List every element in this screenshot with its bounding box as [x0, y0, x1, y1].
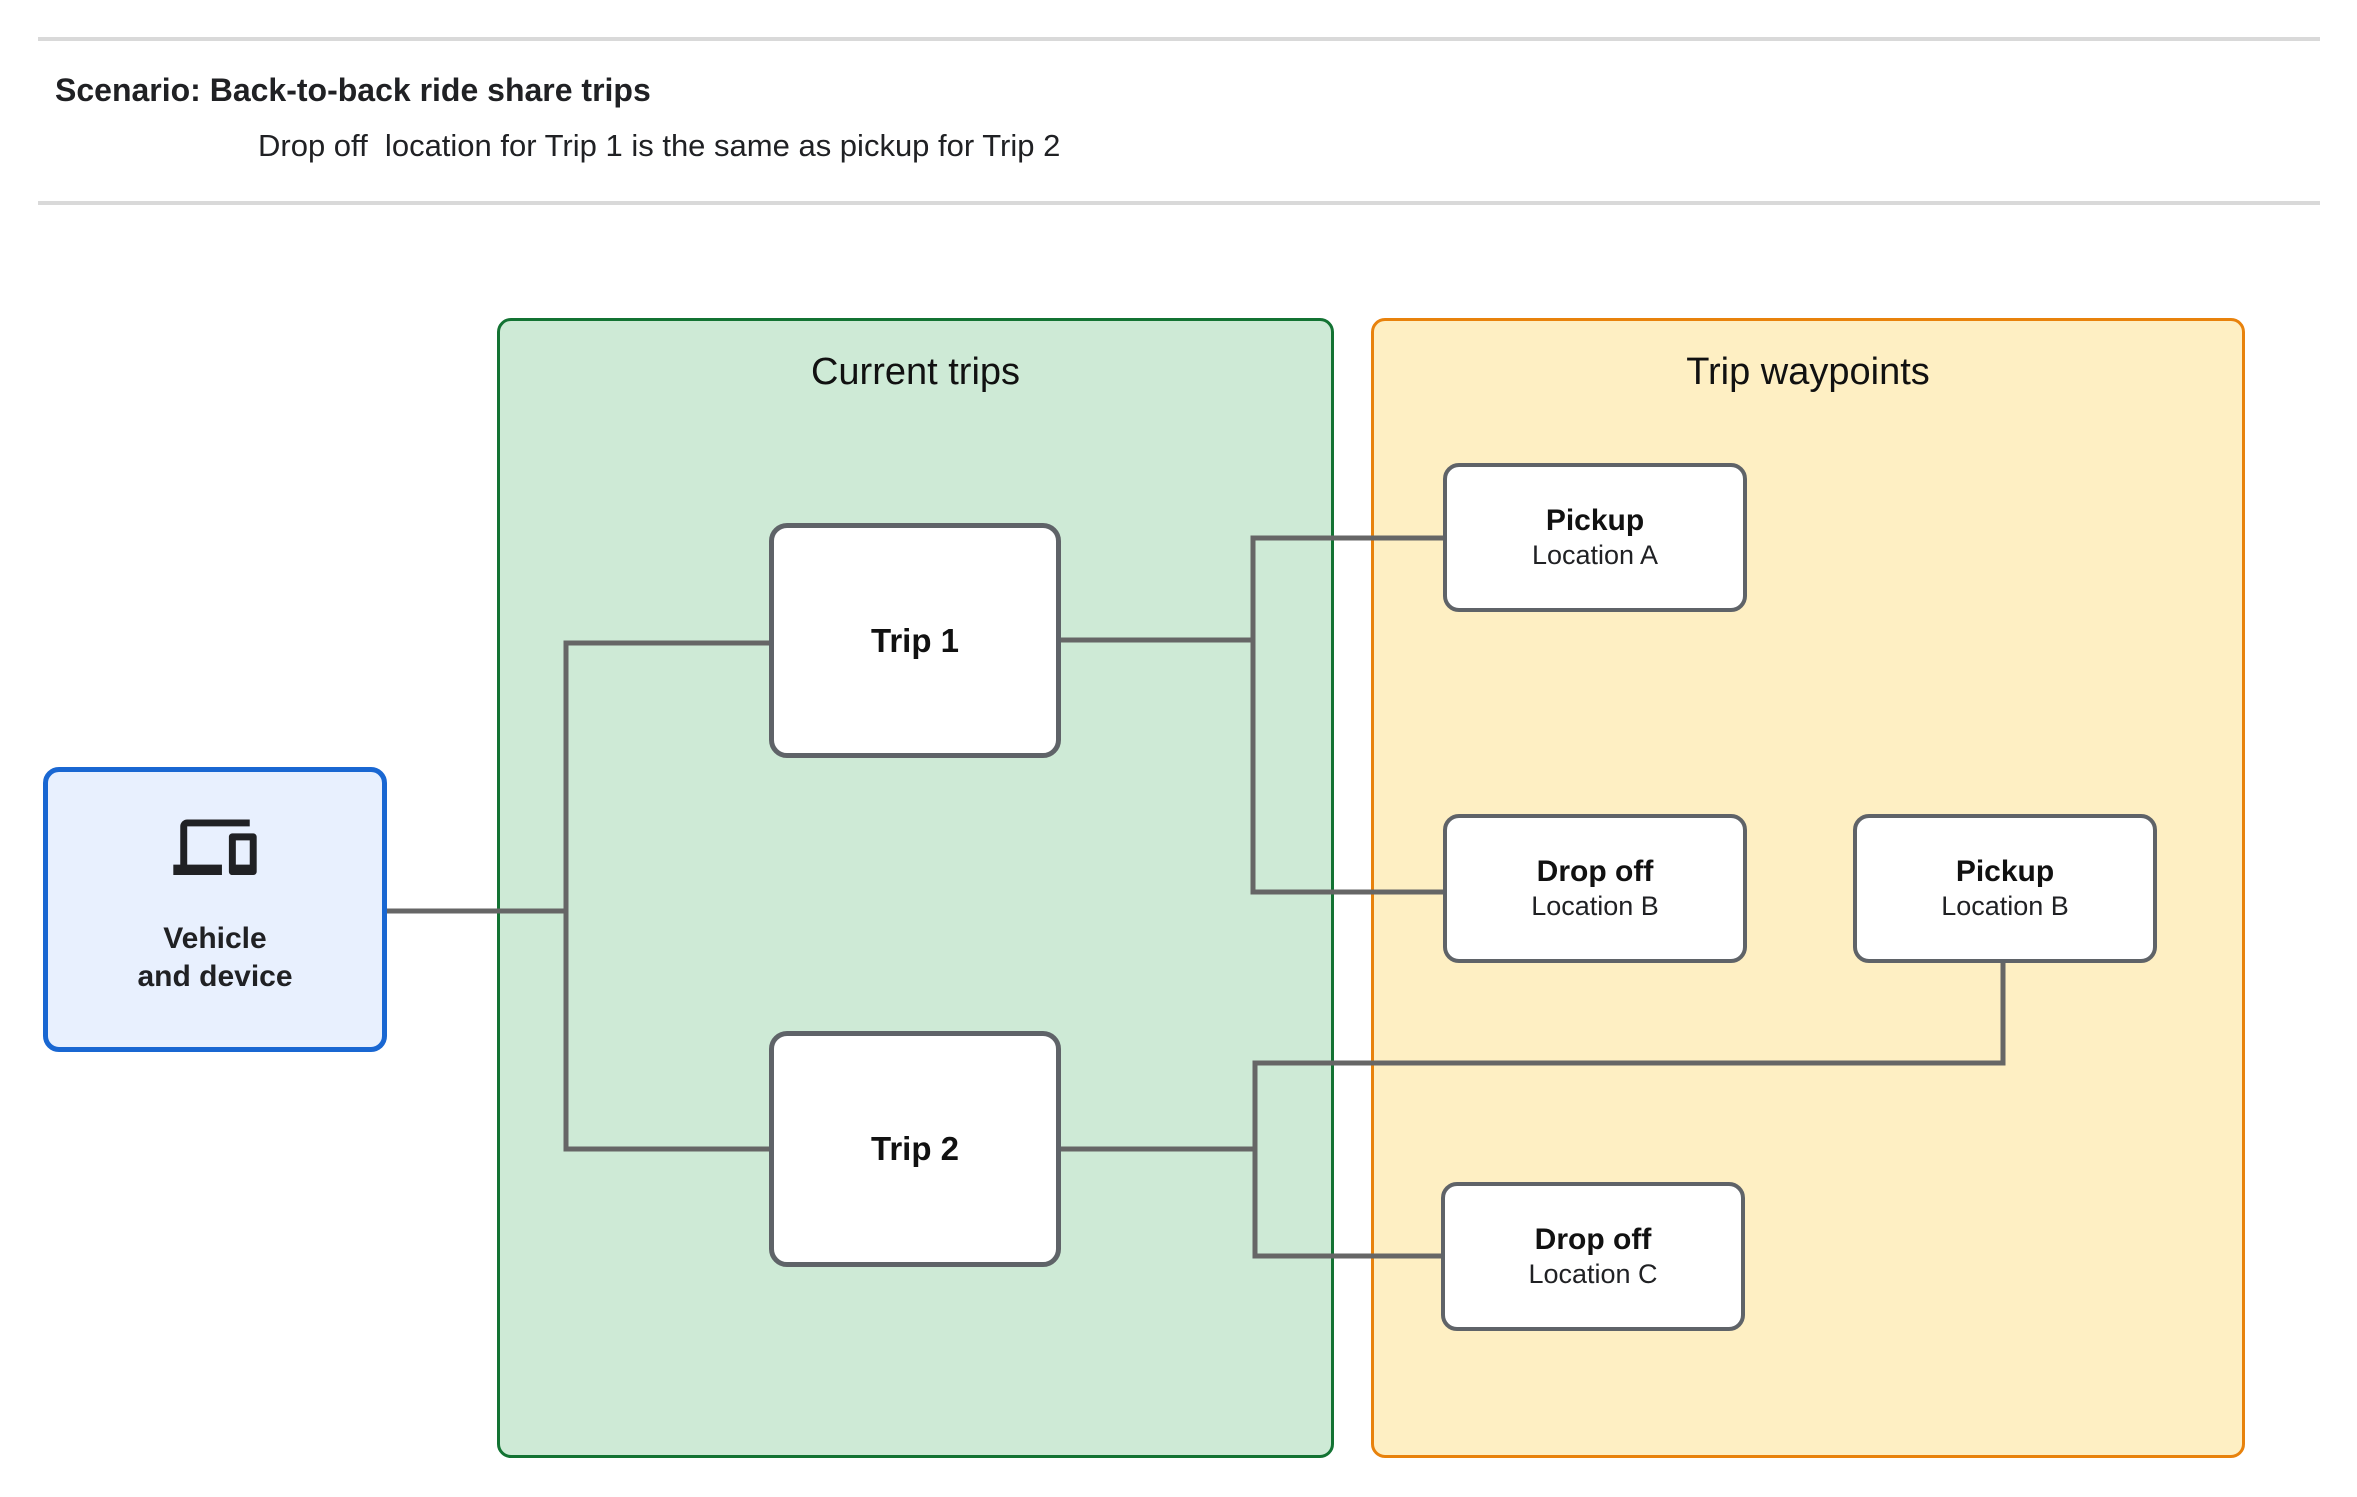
page-title: Scenario: Back-to-back ride share trips [55, 72, 651, 108]
trip-1-node: Trip 1 [769, 523, 1061, 758]
trip-2-node: Trip 2 [769, 1031, 1061, 1267]
page-subtitle: Drop off location for Trip 1 is the same… [258, 128, 1061, 163]
dropoff-location-c-node: Drop off Location C [1441, 1182, 1745, 1331]
pickup-location-a-node: Pickup Location A [1443, 463, 1747, 612]
waypoint-type: Pickup [1545, 503, 1645, 537]
waypoint-location: Location B [1531, 890, 1659, 921]
vehicle-label-line2: and device [137, 959, 293, 993]
waypoint-type: Drop off [1536, 854, 1654, 888]
devices-icon [173, 819, 257, 876]
waypoint-type: Pickup [1955, 854, 2055, 888]
header-divider [38, 201, 2320, 205]
waypoint-location: Location B [1941, 890, 2069, 921]
vehicle-node-label: Vehicle and device [137, 920, 292, 995]
pickup-location-b-node: Pickup Location B [1853, 814, 2157, 963]
waypoint-location: Location C [1528, 1258, 1658, 1289]
trip-waypoints-title: Trip waypoints [1686, 351, 1930, 393]
top-divider [38, 37, 2320, 41]
trip-2-label: Trip 2 [870, 1130, 960, 1167]
current-trips-region: Current trips [497, 318, 1334, 1458]
waypoint-type: Drop off [1534, 1222, 1652, 1256]
vehicle-label-line1: Vehicle [163, 922, 267, 955]
current-trips-title: Current trips [810, 351, 1021, 393]
dropoff-location-b-node: Drop off Location B [1443, 814, 1747, 963]
waypoint-location: Location A [1531, 539, 1659, 570]
trip-1-label: Trip 1 [870, 621, 960, 659]
vehicle-and-device-node: Vehicle and device [43, 767, 387, 1052]
